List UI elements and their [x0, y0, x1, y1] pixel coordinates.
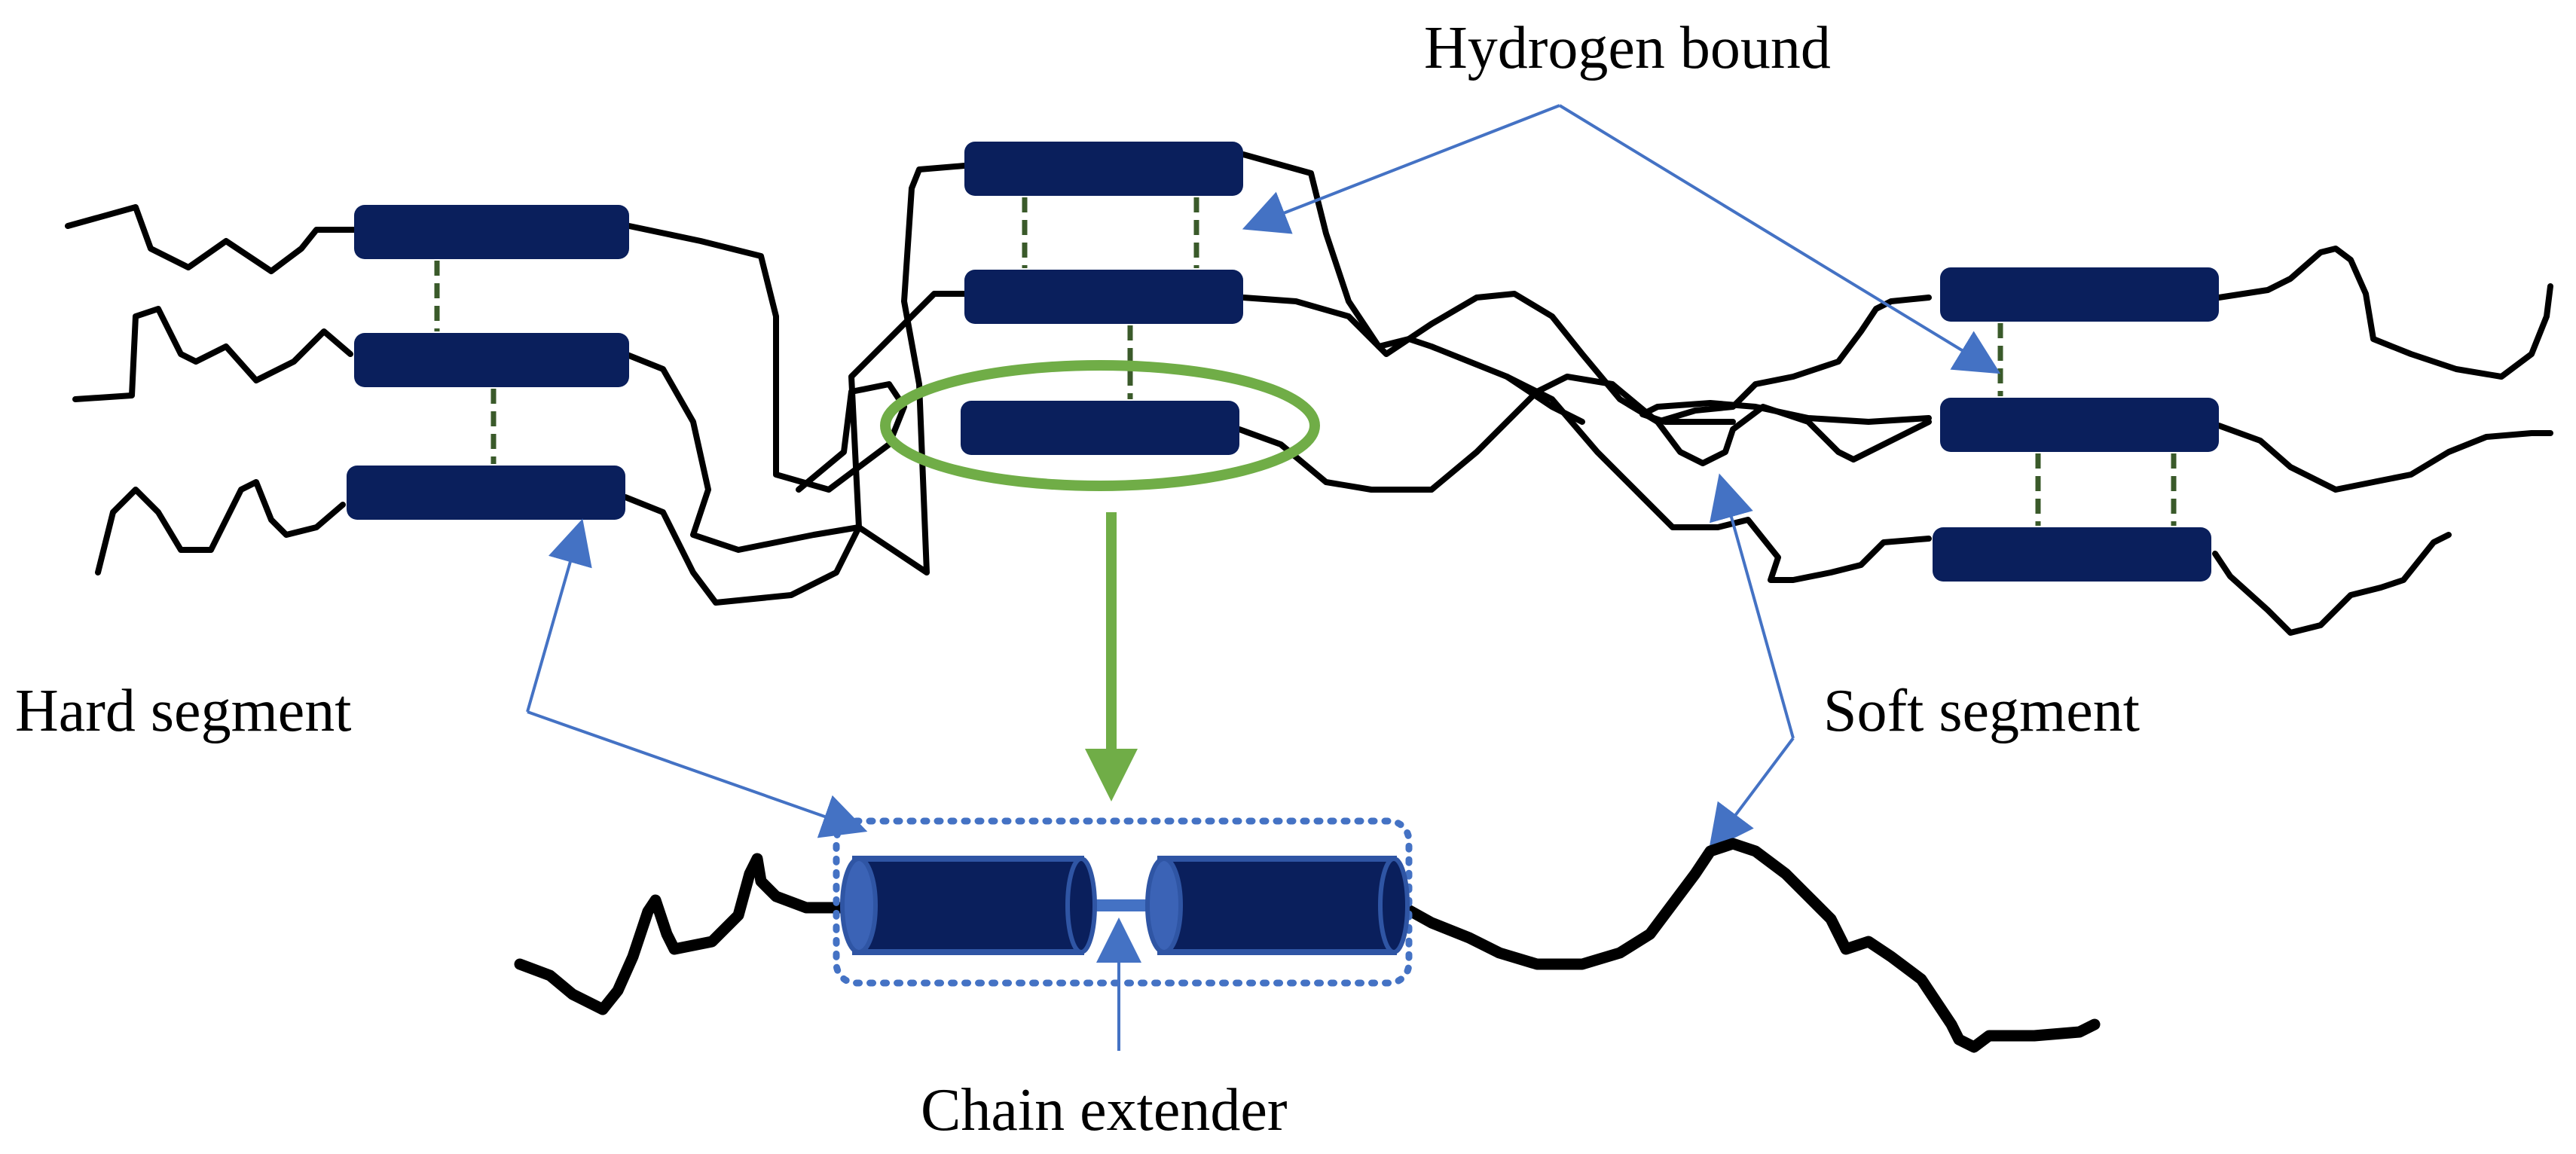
hard-block-middle-1: [964, 142, 1243, 196]
hard-block-right-1: [1940, 267, 2219, 322]
hard-segment-pointer-down: [527, 710, 868, 838]
chain-hard2-right: [622, 163, 967, 575]
hard-block-left-3: [347, 466, 625, 520]
label-soft-segment: Soft segment: [1823, 678, 2140, 744]
soft-segment-chains: [65, 151, 2553, 636]
chain-middle-upper-right: [1240, 291, 1932, 425]
hydrogen-pointer-right: [1558, 104, 2001, 374]
hard-block-left-1: [354, 205, 629, 259]
hard-block-right-3: [1933, 527, 2211, 582]
hard-block-middle-2: [964, 270, 1243, 324]
chain-middle-top-right: [1240, 151, 1585, 425]
chain-center-connector: [1639, 400, 1932, 425]
chain-left-middle: [72, 306, 353, 402]
chain-hard1-right: [626, 223, 907, 493]
highlight-ellipse: [880, 360, 1320, 491]
detail-chain-left: [514, 853, 857, 1015]
hard-block-middle-3: [961, 401, 1239, 455]
hard-segment-blocks: [347, 142, 2219, 582]
chain-right-top: [2216, 246, 2553, 380]
chain-left-top: [65, 204, 357, 274]
cylinder-left-icon: [840, 856, 1097, 955]
chain-hard3-right: [622, 291, 967, 606]
soft-segment-pointer-down: [1708, 737, 1795, 851]
cylinder-right-icon: [1145, 856, 1410, 955]
hydrogen-bonds: [434, 197, 2177, 526]
hard-block-right-2: [1940, 398, 2219, 452]
label-hard-segment: Hard segment: [15, 678, 352, 744]
soft-segment-pointer-up: [1710, 473, 1795, 739]
pointer-lines: [526, 104, 2001, 1051]
hydrogen-pointer-left: [1242, 104, 1560, 234]
detail-molecule: [514, 817, 2101, 1053]
chain-right-middle: [2216, 423, 2553, 493]
label-chain-extender: Chain extender: [921, 1077, 1287, 1143]
chain-left-bottom: [95, 479, 346, 575]
chain-right-bottom: [2212, 532, 2452, 636]
chain-crossover: [1504, 374, 1932, 583]
label-hydrogen-bound: Hydrogen bound: [1424, 15, 1831, 81]
hard-block-left-2: [354, 333, 629, 387]
hard-segment-pointer-up: [526, 518, 592, 713]
detail-chain-right: [1392, 838, 2101, 1053]
